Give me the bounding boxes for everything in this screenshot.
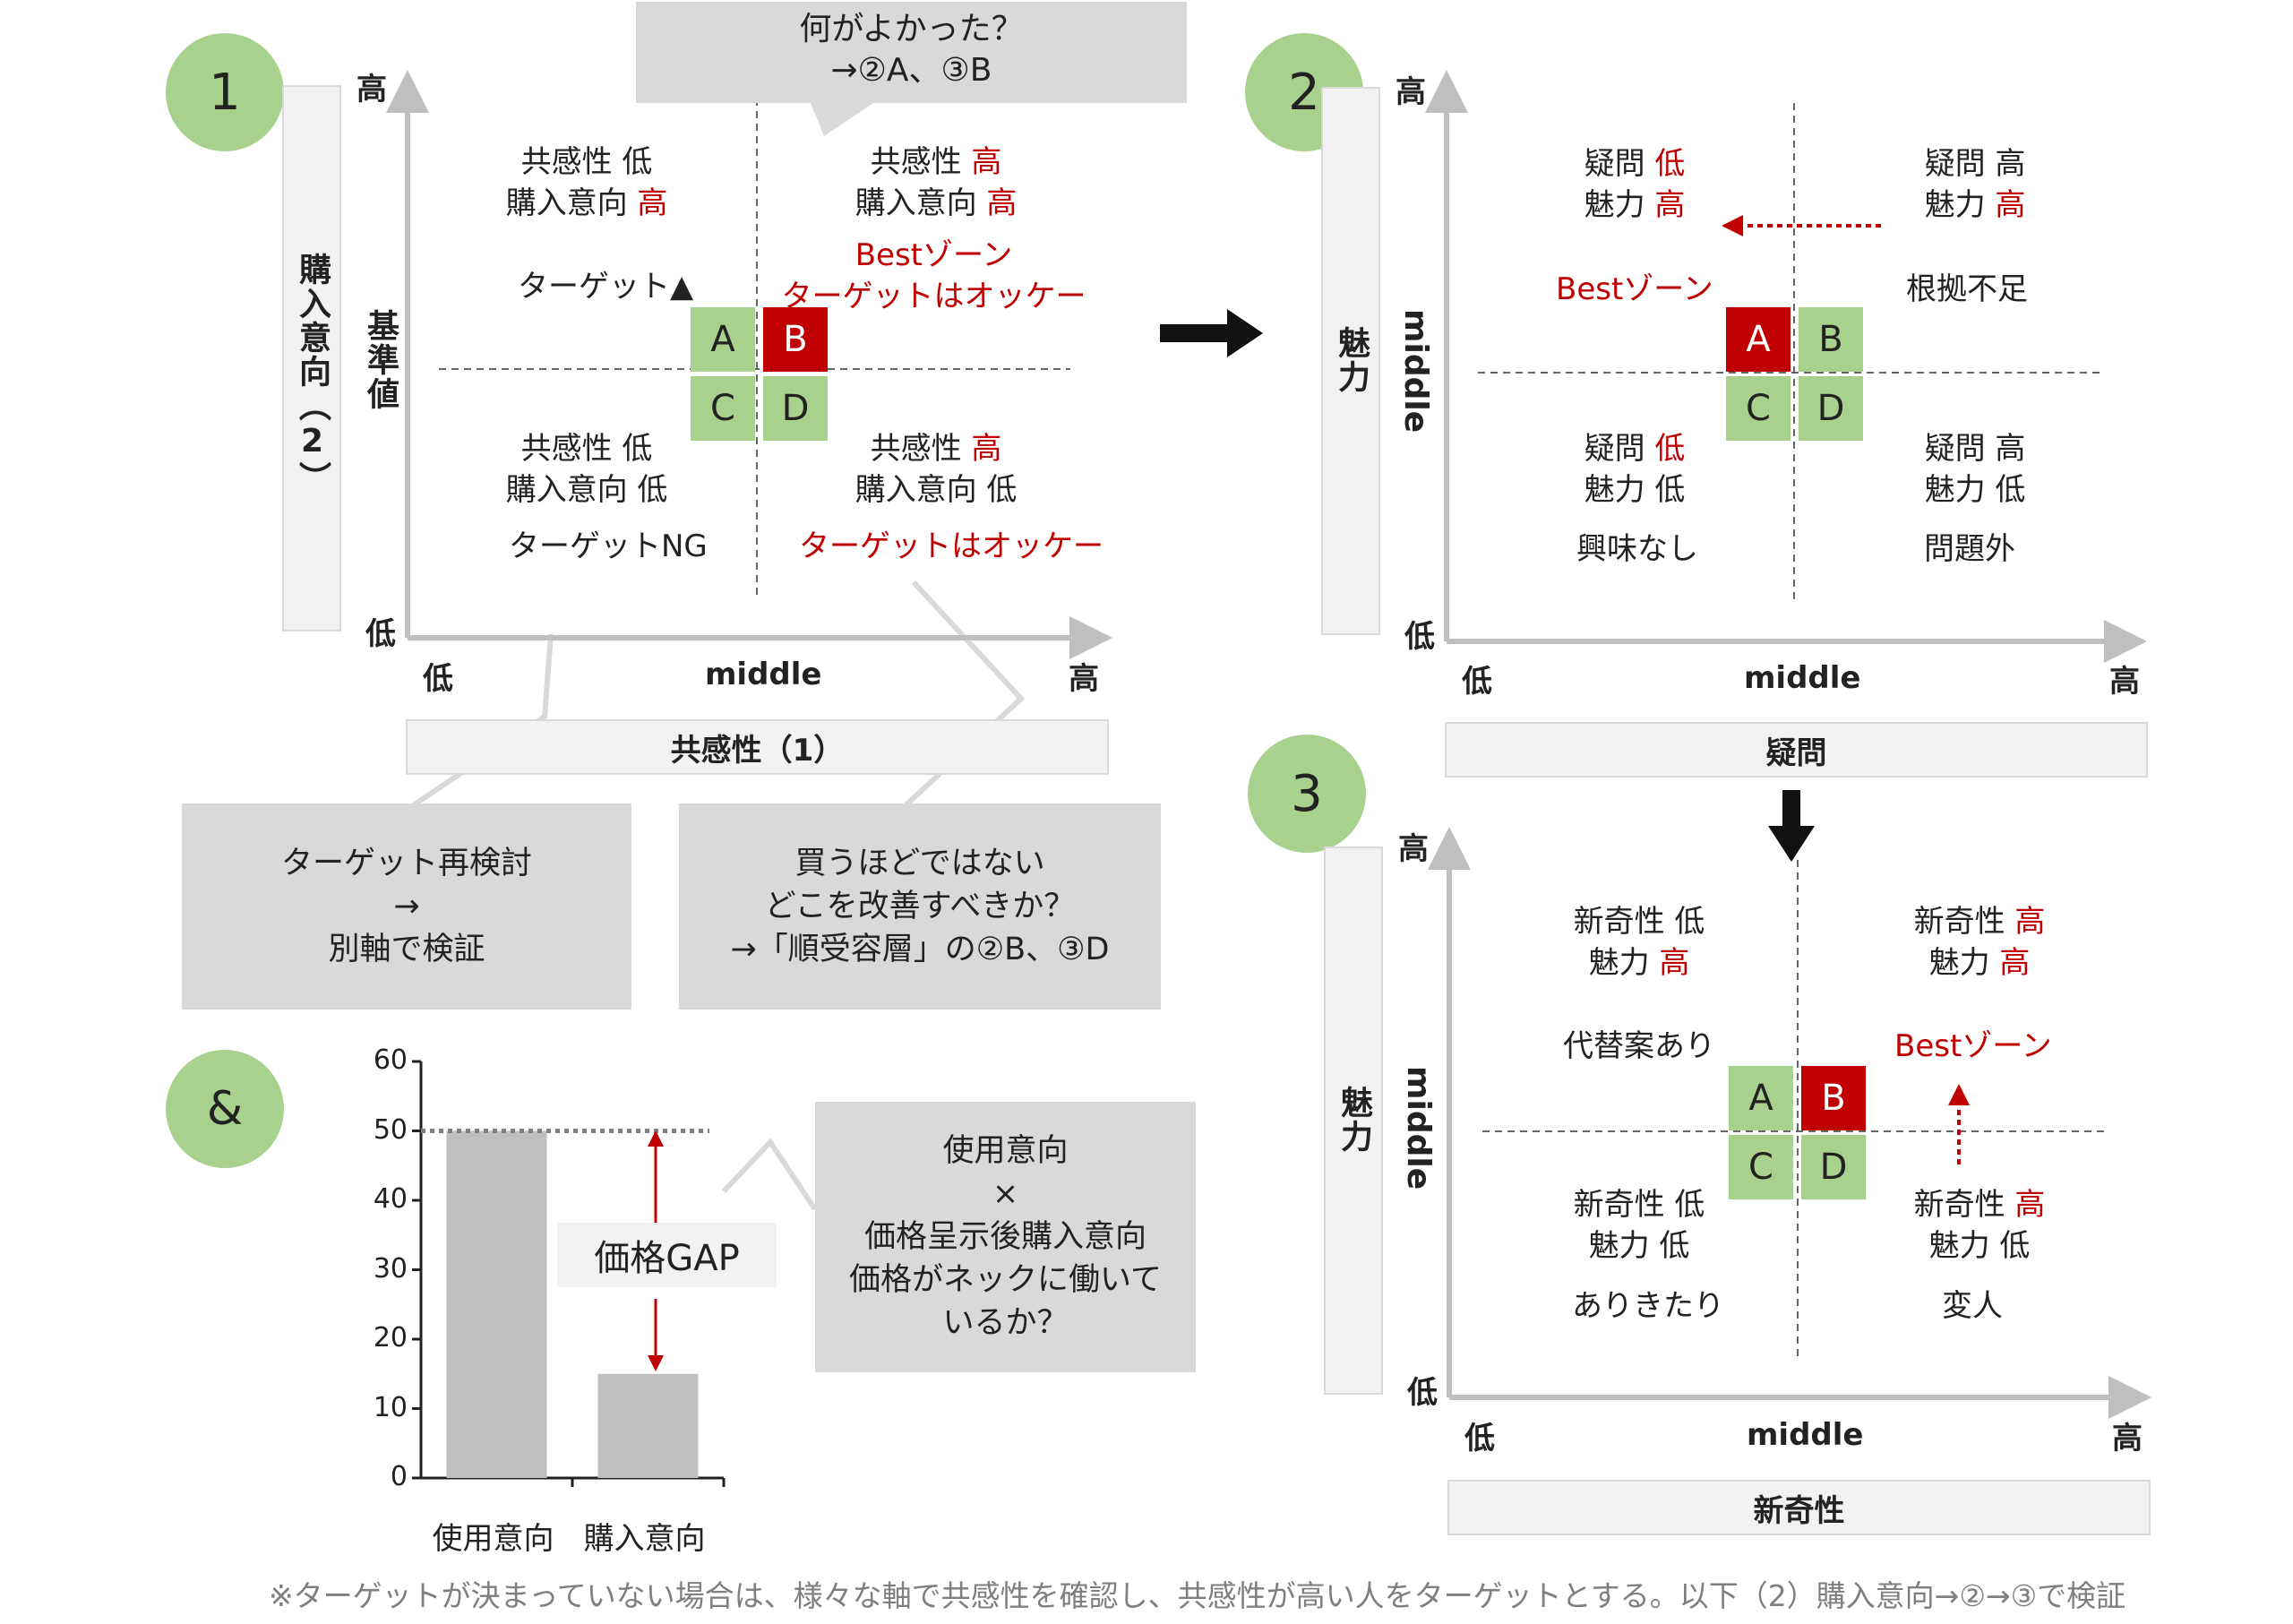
- panel1-callout-text: 何がよかった？ →②A、③B: [636, 9, 1187, 91]
- panel2-q-top-left-note: Bestゾーン: [1556, 271, 1713, 307]
- chart-y-tick-label: 30: [373, 1252, 408, 1285]
- panel1-q-top-left-note: ターゲット▲: [518, 269, 694, 305]
- connector-left: [410, 633, 554, 809]
- panel3-q-bottom-right-note: 変人: [1942, 1288, 2003, 1324]
- panel1-y-low: 低: [365, 616, 396, 652]
- panel2-q-top-left: 疑問 低 魅力 高: [1584, 146, 1686, 223]
- arrow-down-icon: [1768, 790, 1815, 862]
- panel2-cell-a: A: [1726, 307, 1791, 372]
- panel3-y-low: 低: [1407, 1375, 1438, 1411]
- panel1-q-top-right-note: Bestゾーン ターゲットはオッケー: [781, 237, 1086, 314]
- panel1-q-bottom-left: 共感性 低 購入意向 低: [505, 431, 668, 508]
- callout-line-2: →②A、③B: [830, 52, 992, 89]
- callout-bubble: [636, 2, 1187, 136]
- panel3-q-top-left: 新奇性 低 魅力 高: [1573, 904, 1705, 981]
- panel1-number-badge: 1: [166, 33, 284, 151]
- panel1-y-high: 高: [356, 72, 387, 107]
- chart-bar: [446, 1130, 547, 1478]
- panel3-cell-d: D: [1801, 1135, 1866, 1199]
- panel1-box-retarget: ターゲット再検討 → 別軸で検証: [182, 803, 631, 1010]
- panel1-y-axis-title-bar: 購入意向（2）: [282, 85, 341, 632]
- panel3-q-top-right: 新奇性 高 魅力 高: [1913, 904, 2046, 981]
- panel3-q-bottom-left: 新奇性 低 魅力 低: [1573, 1187, 1705, 1264]
- panel3-y-high: 高: [1398, 831, 1429, 867]
- footnote: ※ターゲットが決まっていない場合は、様々な軸で共感性を確認し、共感性が高い人をタ…: [269, 1578, 2126, 1613]
- panel1-cell-d: D: [763, 376, 828, 441]
- chart-y-tick-label: 40: [373, 1183, 408, 1215]
- panel1-cell-c: C: [691, 376, 755, 441]
- panel2-x-low: 低: [1462, 664, 1492, 700]
- panel3-x-mid: middle: [1747, 1417, 1864, 1453]
- panel1-q-top-left: 共感性 低 購入意向 高: [505, 144, 668, 221]
- panel1-q-bottom-right-note: ターゲットはオッケー: [799, 528, 1104, 564]
- chart-x-tick-label: 使用意向: [432, 1521, 554, 1557]
- panel2-y-axis-title-bar: 魅力: [1321, 87, 1380, 635]
- panel3-y-axis-title-bar: 魅力: [1324, 846, 1383, 1395]
- panel3-q-top-right-note: Bestゾーン: [1894, 1028, 2052, 1064]
- chart-y-tick-label: 0: [390, 1461, 408, 1492]
- panel3-q-bottom-right: 新奇性 高 魅力 低: [1913, 1187, 2046, 1264]
- panel1-x-axis-title: 共感性（1）: [406, 719, 1109, 775]
- arrow-right-icon: [1160, 309, 1263, 357]
- chart-y-tick-label: 10: [373, 1391, 408, 1423]
- panel1-x-low: 低: [423, 661, 453, 697]
- panel1-q-top-right: 共感性 高 購入意向 高: [855, 144, 1018, 221]
- panel3-q-top-left-note: 代替案あり: [1563, 1028, 1715, 1064]
- panel1-x-high: 高: [1069, 661, 1099, 697]
- panel3-cell-c: C: [1729, 1135, 1793, 1199]
- panel2-x-axis-title: 疑問: [1445, 722, 2148, 778]
- panel2-y-high: 高: [1396, 74, 1426, 110]
- chart-bar: [597, 1373, 699, 1478]
- panel3-x-high: 高: [2112, 1421, 2143, 1456]
- panel1-x-mid: middle: [705, 657, 822, 692]
- panel1-box-improve: 買うほどではない どこを改善すべきか？ →「順受容層」の②B、③D: [679, 803, 1161, 1010]
- panel1-y-axis-title: 購入意向（2）: [294, 253, 331, 495]
- bar-chart: [412, 1060, 726, 1487]
- panel2-y-mid: middle: [1397, 309, 1434, 434]
- panel2-cell-d: D: [1799, 376, 1863, 441]
- chart-y-tick-label: 60: [373, 1044, 408, 1076]
- panel3-number-badge: 3: [1248, 735, 1366, 853]
- panel2-q-bottom-left: 疑問 低 魅力 低: [1584, 431, 1686, 508]
- panel3-x-axis-title: 新奇性: [1447, 1480, 2151, 1535]
- panel2-y-low: 低: [1404, 619, 1435, 655]
- panel2-q-bottom-left-note: 興味なし: [1576, 531, 1698, 567]
- and-note-box: 使用意向 × 価格呈示後購入意向 価格がネックに働いて いるか？: [815, 1102, 1196, 1372]
- panel2-x-high: 高: [2109, 664, 2140, 700]
- panel2-q-bottom-right: 疑問 高 魅力 低: [1924, 431, 2026, 508]
- chart-x-tick-label: 購入意向: [583, 1521, 706, 1557]
- panel2-cell-b: B: [1799, 307, 1863, 372]
- panel1-baseline-label: 基準値: [362, 309, 399, 411]
- panel2-q-bottom-right-note: 問題外: [1924, 531, 2015, 567]
- panel1-cell-a: A: [691, 307, 755, 372]
- panel1-cell-b: B: [763, 307, 828, 372]
- panel2-cell-c: C: [1726, 376, 1791, 441]
- panel3-q-bottom-left-note: ありきたり: [1572, 1288, 1724, 1324]
- price-gap-label: 価格GAP: [557, 1223, 777, 1287]
- panel1-q-bottom-left-note: ターゲットNG: [509, 528, 708, 564]
- panel3-y-mid: middle: [1400, 1066, 1437, 1190]
- panel1-q-bottom-right: 共感性 高 購入意向 低: [855, 431, 1018, 508]
- panel2-q-top-right: 疑問 高 魅力 高: [1924, 146, 2026, 223]
- callout-line-1: 何がよかった？: [799, 11, 1024, 47]
- panel2-x-mid: middle: [1744, 660, 1861, 696]
- chart-y-tick-label: 20: [373, 1322, 408, 1353]
- panel3-y-axis-title: 魅力: [1335, 1086, 1372, 1154]
- panel2-q-top-right-note: 根拠不足: [1906, 271, 2028, 307]
- and-badge: &: [166, 1050, 284, 1168]
- panel2-y-axis-title: 魅力: [1333, 326, 1370, 394]
- chart-y-tick-label: 50: [373, 1113, 408, 1146]
- connector-note: [721, 1138, 818, 1211]
- panel3-cell-a: A: [1729, 1066, 1793, 1130]
- panel3-cell-b: B: [1801, 1066, 1866, 1130]
- panel3-x-low: 低: [1464, 1421, 1495, 1456]
